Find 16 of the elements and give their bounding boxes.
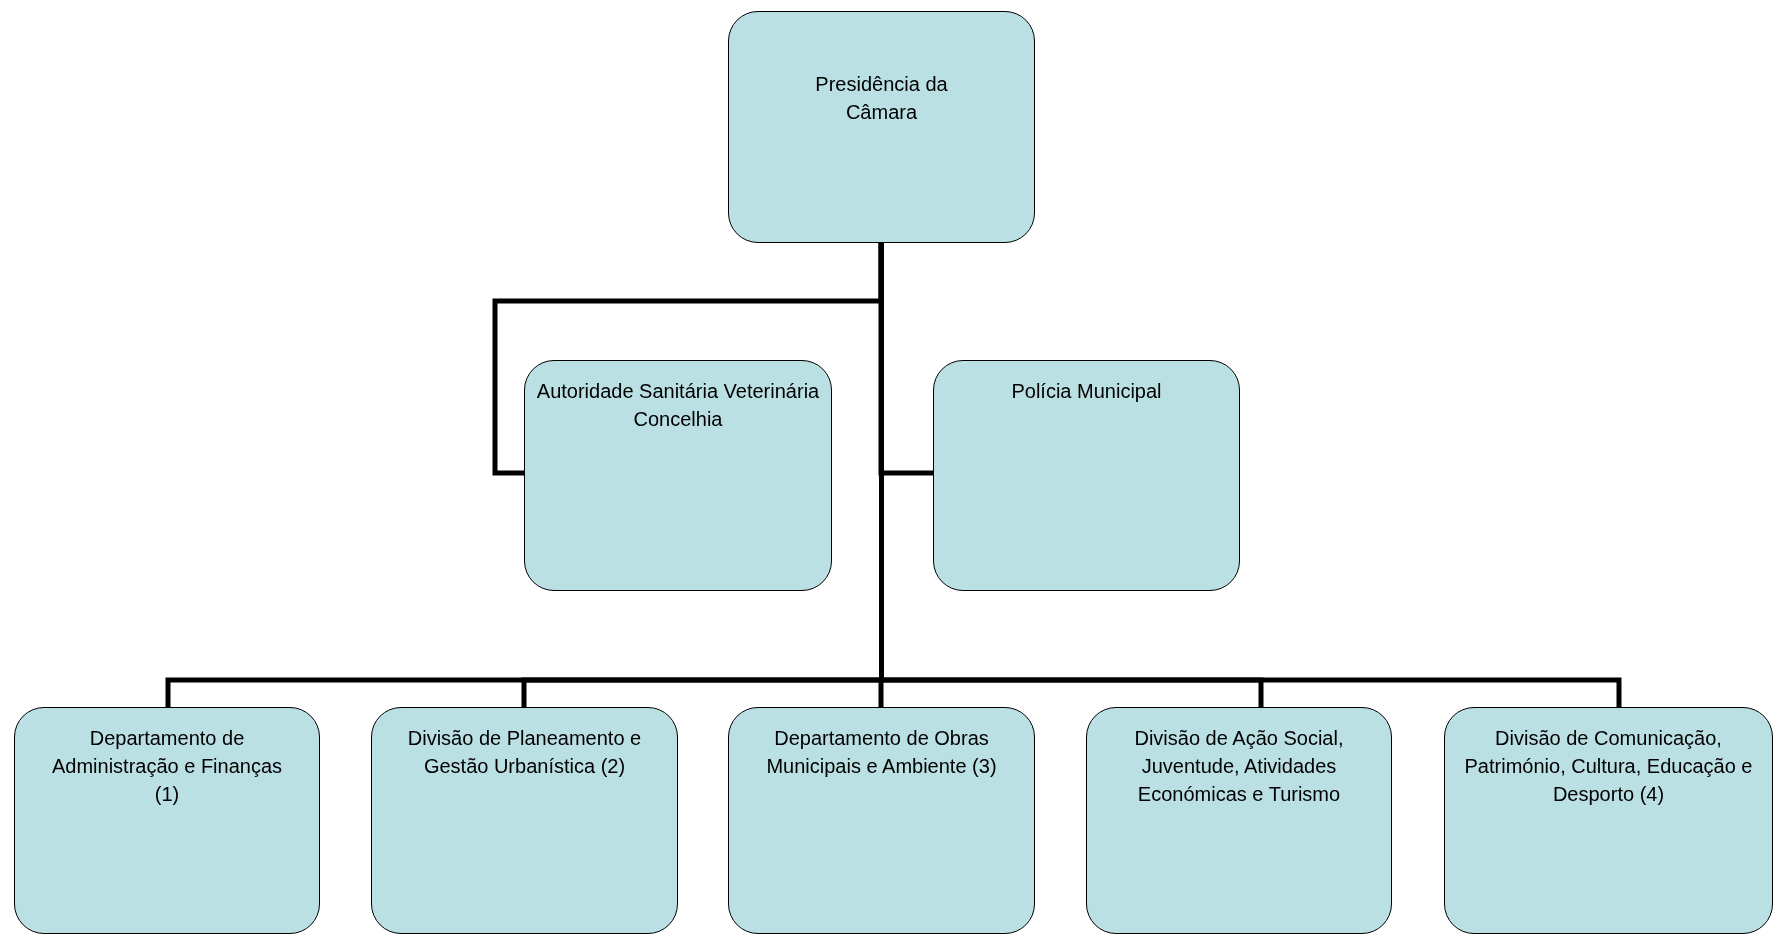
box-text: Presidência da Câmara	[814, 72, 949, 125]
box-text: Departamento de Obras Municipais e Ambiente (3)	[765, 726, 998, 779]
box-text: Divisão de Ação Social, Juventude, Atividades Económicas e Turismo	[1133, 726, 1345, 807]
box-text: Polícia Municipal	[1011, 379, 1162, 404]
box-text: Divisão de Comunicação, Património, Cultura, Educação e Desporto (4)	[1463, 726, 1754, 807]
box-text: Departamento de Administração e Finanças (1)	[50, 726, 284, 807]
org-box	[728, 707, 1035, 934]
org-box	[371, 707, 678, 934]
org-box	[728, 11, 1035, 243]
box-text: Autoridade Sanitária Veterinária Concelhia	[535, 379, 821, 432]
org-box	[524, 360, 832, 591]
org-box	[933, 360, 1240, 591]
org-box	[1086, 707, 1392, 934]
org-box	[1444, 707, 1773, 934]
box-text: Divisão de Planeamento e Gestão Urbanística (2)	[406, 726, 643, 779]
org-box	[14, 707, 320, 934]
